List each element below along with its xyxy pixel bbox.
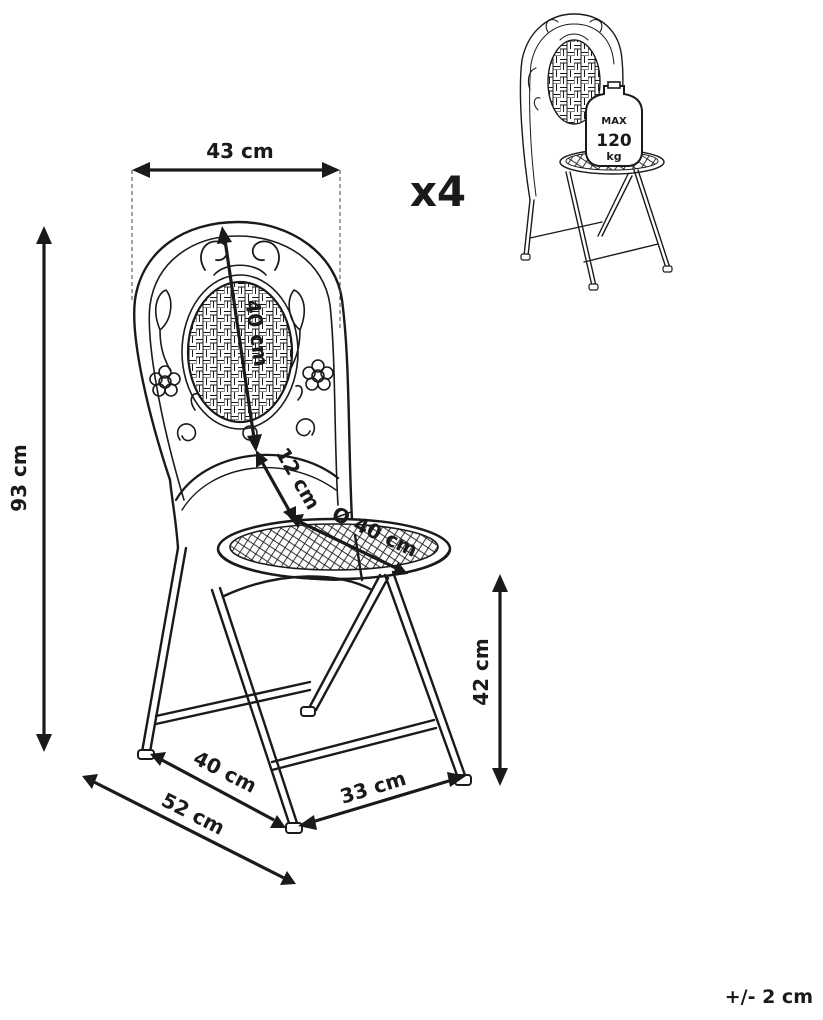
- width-label: 43 cm: [206, 139, 274, 163]
- tolerance-note: +/- 2 cm: [724, 986, 813, 1008]
- max-load-label: MAX: [601, 116, 627, 127]
- seat-mosaic: [229, 523, 439, 571]
- small-chair-drawing: MAX 120 kg: [519, 13, 673, 291]
- weight-icon: [585, 81, 643, 167]
- max-load-unit: kg: [606, 150, 621, 163]
- max-load-value: 120: [596, 131, 632, 151]
- seat-height-label: 42 cm: [469, 638, 493, 706]
- dimension-lines: [36, 162, 508, 885]
- height-label: 93 cm: [7, 444, 31, 512]
- quantity-label: x4: [410, 167, 466, 216]
- main-chair-drawing: [133, 220, 472, 834]
- inner-depth-label: 40 cm: [190, 746, 261, 798]
